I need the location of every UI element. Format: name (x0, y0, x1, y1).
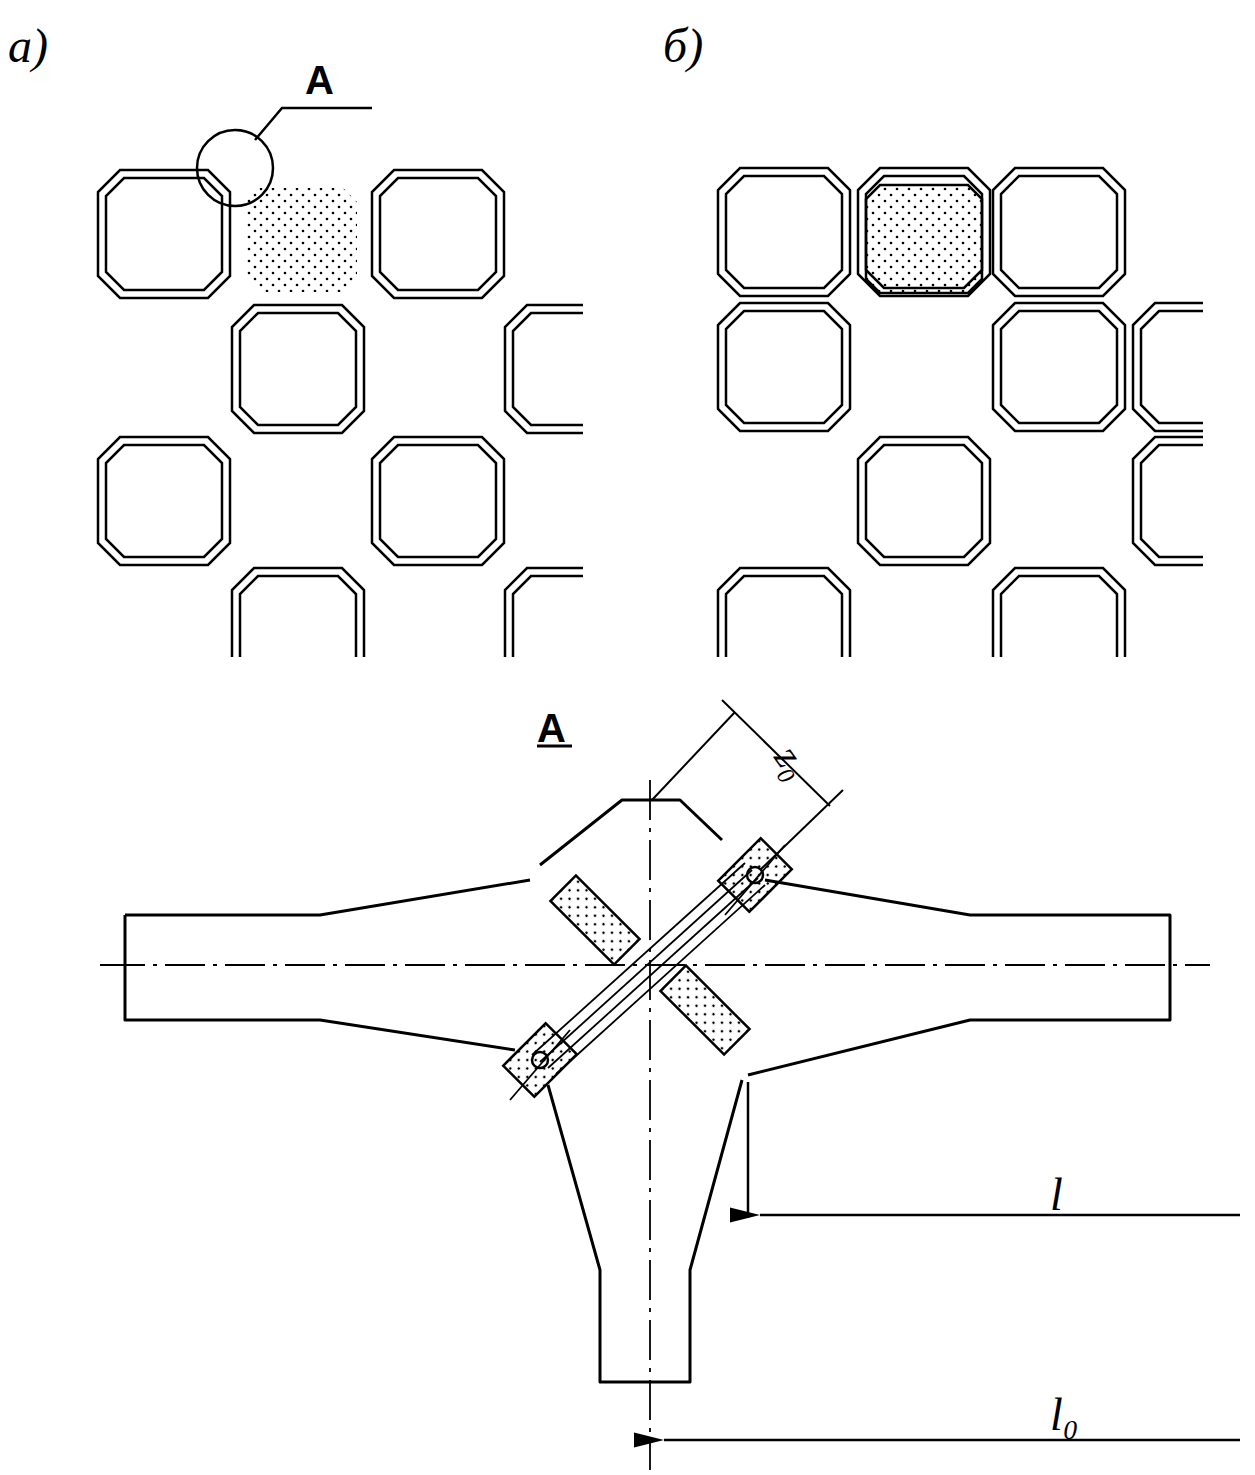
block-outline (106, 178, 222, 290)
block-outline (1141, 445, 1203, 557)
block-outline (993, 303, 1125, 431)
joint-detail (100, 800, 1170, 1382)
block-outline (513, 576, 583, 657)
block-outline (1133, 303, 1203, 431)
block-outline (372, 170, 504, 298)
block-outline (232, 305, 364, 433)
section-label: A (537, 706, 566, 751)
dimension-label: z₀ (765, 736, 820, 787)
block-outline (513, 313, 583, 425)
block-outline (505, 568, 583, 657)
block-outline (98, 170, 230, 298)
block-outline (1001, 311, 1117, 423)
block-outline (98, 437, 230, 565)
connection-bolts (510, 845, 785, 1100)
block-outline (993, 568, 1125, 657)
block-outline (726, 576, 842, 657)
leader-line (255, 108, 372, 140)
block-outline (232, 568, 364, 657)
block-outline (1001, 176, 1117, 288)
panel-a-grid (98, 170, 583, 657)
block-outline (372, 437, 504, 565)
dimension-label: l₀ (1050, 1388, 1079, 1441)
block-outline (505, 305, 583, 433)
block-outline (380, 178, 496, 290)
callout-letter: A (305, 58, 334, 103)
panel-letter: б) (663, 18, 703, 73)
block-outline (1001, 576, 1117, 657)
centre-lines (105, 780, 1210, 1470)
block-outline (380, 445, 496, 557)
callout-circle (197, 130, 273, 206)
panel-letter: а) (8, 18, 48, 73)
block-outline (106, 445, 222, 557)
block-outline (866, 445, 982, 557)
block-outline (726, 176, 842, 288)
panel-b-grid (718, 168, 1203, 657)
block-outline (240, 313, 356, 425)
block-outline (1133, 437, 1203, 565)
block-outline (858, 437, 990, 565)
block-outline (726, 311, 842, 423)
block-outline (866, 185, 982, 293)
block-outline (240, 576, 356, 657)
block-outline (718, 303, 850, 431)
block-outline (858, 168, 990, 296)
block-outline (1141, 311, 1203, 423)
block-outline (993, 168, 1125, 296)
block-outline (718, 568, 850, 657)
dimension-lines (664, 1082, 1240, 1440)
block-outline (718, 168, 850, 296)
dimension-label: l (1050, 1168, 1063, 1221)
dimension-z0 (652, 700, 843, 870)
block-outline (245, 188, 357, 292)
